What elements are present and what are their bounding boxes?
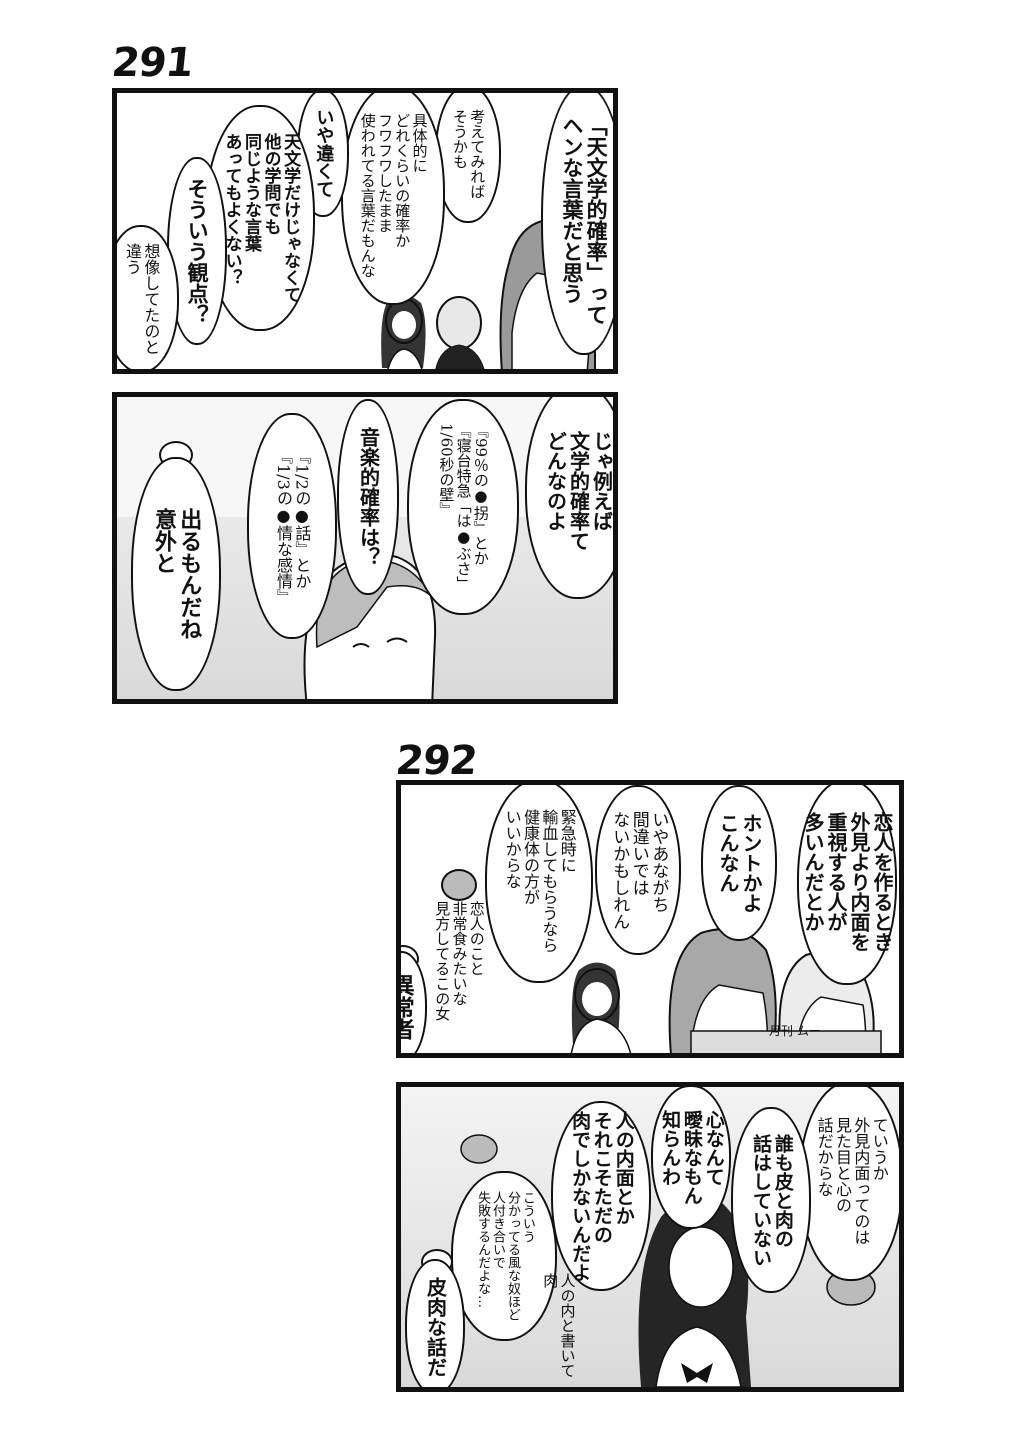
- strip-number-291: 291: [109, 40, 195, 86]
- mascot-icon: [441, 869, 477, 901]
- speech-bubble-not-wrong: いやあながち 間違いでは ないかもしれん: [595, 785, 681, 955]
- speech-bubble-irony: 皮肉な話だ: [405, 1259, 465, 1387]
- speech-bubble-transfusion: 緊急時に 輸血してもらうなら 健康体の方が いいからな: [485, 785, 593, 983]
- narration-emergency-food: 恋人のこと 非常食みたいな 見方してるこの女: [433, 901, 486, 1021]
- speech-bubble-astronomy: 「天文学的確率」って ヘンな言葉だと思う: [541, 93, 613, 355]
- speech-bubble-knowing-type: こういう 分かってる風な奴ほど 人付き合いで 失敗するんだよな…: [451, 1171, 557, 1341]
- speech-bubble-agree: 考えてみれば そうかも: [435, 93, 501, 223]
- speech-bubble-inner-meat: 人の内面とか それこそただの 肉でしかないんだよ: [551, 1101, 651, 1291]
- speech-bubble-vague: 具体的に どれくらいの確率か フワフワしたまま 使われてる言葉だもんな: [341, 93, 445, 305]
- speech-bubble-music-titles: 『1/2の●話』とか 『1/3の●情な感情』: [247, 413, 337, 639]
- speech-bubble-titles: 『99％の●拐』とか 『寝台特急「は●ぶさ」 1/60秒の壁』: [407, 399, 519, 615]
- speech-bubble-lovers: 恋人を作るとき 外見より内面を 重視する人が 多いんだとか: [797, 785, 897, 985]
- speech-bubble-literary: じゃ例えば 文学的確率て どんなのよ: [525, 397, 613, 599]
- handwritten-note: 人の内と書いて 肉: [541, 1273, 577, 1378]
- strip-number-292: 292: [393, 738, 479, 784]
- panel-291-2: じゃ例えば 文学的確率て どんなのよ 『99％の●拐』とか 『寝台特急「は●ぶさ…: [112, 392, 618, 704]
- magazine-title: 月刊 ムー: [769, 1024, 821, 1038]
- speech-bubble-heart: 心なんて 曖昧なもん 知らんわ: [651, 1087, 731, 1229]
- panel-291-1: 「天文学的確率」って ヘンな言葉だと思う 考えてみれば そうかも 具体的に どれ…: [112, 88, 618, 374]
- panel-292-1: 月刊 ムー 恋人を作るとき 外見より内面を 重視する人が 多いんだとか ホントか…: [396, 780, 904, 1058]
- speech-bubble-not-expected: 想像してたのと 違う: [117, 225, 179, 369]
- character-illustration: [460, 1134, 876, 1387]
- speech-bubble-appearance: ていうか 外見内面ってのは 見た目と心の 話だからな: [799, 1087, 899, 1281]
- ghost-mascot-icon: [613, 445, 618, 489]
- speech-bubble-really: ホントかよ こんなん: [701, 785, 777, 941]
- speech-bubble-skin-meat: 誰も皮と肉の 話はしていない: [731, 1107, 811, 1293]
- speech-bubble-music: 音楽的確率は？: [337, 399, 399, 595]
- panel-292-2: ていうか 外見内面ってのは 見た目と心の 話だからな 誰も皮と肉の 話はしていな…: [396, 1082, 904, 1392]
- speech-bubble-surprising: 出るもんだね 意外と: [131, 457, 221, 691]
